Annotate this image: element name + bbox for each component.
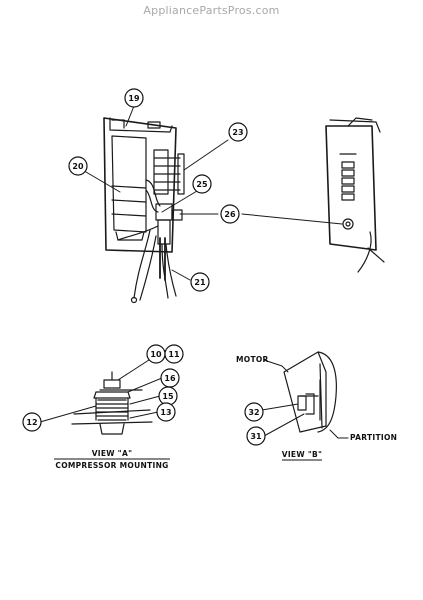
svg-text:25: 25: [196, 180, 208, 189]
svg-text:11: 11: [168, 350, 180, 359]
callout-19: 19: [124, 88, 144, 108]
motor-partition-view: [283, 351, 337, 433]
svg-text:13: 13: [160, 408, 171, 417]
watermark: AppliancePartsPros.com: [143, 4, 280, 17]
view-b-title: VIEW "B": [282, 450, 323, 459]
callout-12: 12: [22, 412, 42, 432]
control-box-assembly: [103, 117, 185, 304]
callouts: 19 20 23 25 26 21: [22, 88, 266, 446]
callout-25: 25: [192, 174, 212, 194]
view-a-title: VIEW "A": [92, 449, 133, 458]
control-box-side-view: [325, 117, 385, 273]
svg-text:20: 20: [72, 162, 84, 171]
svg-text:26: 26: [224, 210, 236, 219]
svg-text:23: 23: [232, 128, 243, 137]
svg-text:12: 12: [26, 418, 37, 427]
leader-lines: [39, 105, 349, 439]
svg-text:32: 32: [248, 408, 259, 417]
svg-text:31: 31: [250, 432, 262, 441]
view-a-subtitle: COMPRESSOR MOUNTING: [55, 461, 168, 470]
callout-20: 20: [68, 156, 88, 176]
svg-text:21: 21: [194, 278, 206, 287]
svg-text:16: 16: [164, 374, 176, 383]
svg-text:19: 19: [128, 94, 140, 103]
callout-31: 31: [246, 426, 266, 446]
callout-32: 32: [244, 402, 264, 422]
callout-21: 21: [190, 272, 210, 292]
view-labels: VIEW "A" COMPRESSOR MOUNTING VIEW "B" MO…: [54, 355, 397, 470]
callout-15: 15: [158, 386, 178, 406]
callout-23: 23: [228, 122, 248, 142]
svg-text:15: 15: [162, 392, 174, 401]
callout-26: 26: [220, 204, 240, 224]
motor-label: MOTOR: [236, 355, 269, 364]
callout-11: 11: [164, 344, 184, 364]
callout-13: 13: [156, 402, 176, 422]
partition-label: PARTITION: [350, 433, 397, 442]
svg-text:10: 10: [150, 350, 162, 359]
callout-16: 16: [160, 368, 180, 388]
callout-10: 10: [146, 344, 166, 364]
compressor-mounting-view: [71, 371, 153, 435]
